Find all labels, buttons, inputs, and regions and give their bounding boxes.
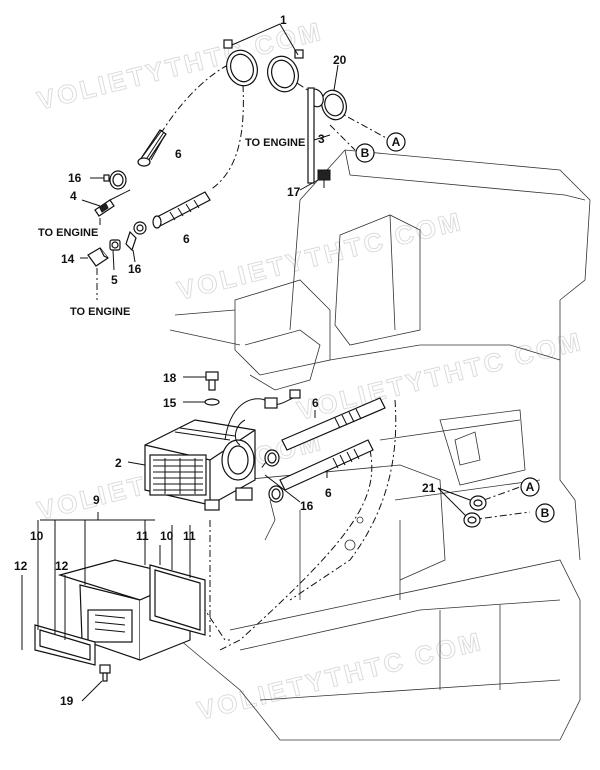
- part-label: 4: [70, 189, 77, 203]
- part-label: 1: [280, 13, 287, 27]
- part-label: 12: [14, 559, 28, 573]
- clamp-and-bracket: [307, 64, 347, 188]
- bolt-17: [299, 179, 319, 191]
- part-label: 20: [333, 53, 347, 67]
- to-engine-note: TO ENGINE: [70, 306, 130, 318]
- part-label: 6: [183, 232, 190, 246]
- to-engine-note: TO ENGINE: [38, 227, 98, 239]
- grommets: [437, 487, 487, 528]
- part-label: 21: [422, 481, 436, 495]
- callout-a: A: [392, 135, 401, 149]
- part-label: 16: [300, 499, 314, 513]
- callout-circle-a: [386, 132, 406, 152]
- to-engine-note: TO ENGINE: [245, 137, 305, 149]
- part-label: 10: [30, 529, 44, 543]
- callout-circle-b: [535, 503, 555, 523]
- callout-a: A: [526, 480, 535, 494]
- watermark-text: VOLIETYTHTC COM: [294, 326, 586, 426]
- heater-unit: [127, 419, 256, 511]
- heater-cover-assembly: [21, 512, 206, 702]
- part-label: 16: [128, 262, 142, 276]
- part-label: 16: [68, 171, 82, 185]
- part-label: 12: [55, 559, 69, 573]
- part-label: 5: [111, 273, 118, 287]
- part-label: 6: [325, 486, 332, 500]
- part-label: 3: [318, 132, 325, 146]
- fitting-group-lower: [80, 230, 137, 271]
- callout-b: B: [361, 146, 370, 160]
- part-label: 14: [61, 252, 75, 266]
- part-label: 6: [312, 396, 319, 410]
- destination-notes: TO ENGINE TO ENGINE TO ENGINE: [38, 137, 305, 318]
- callout-markers: A B A B: [355, 132, 555, 523]
- part-number-labels: 1 20 3 6 16 17 4 6 14 5 16 18 15 6 2 6 2…: [14, 13, 436, 708]
- callout-circle-b: [355, 143, 375, 163]
- heater-hose-middle: [133, 191, 211, 235]
- part-label: 17: [287, 185, 301, 199]
- callout-circle-a: [520, 477, 540, 497]
- part-label: 15: [163, 396, 177, 410]
- part-label: 11: [136, 529, 149, 543]
- watermark-text: VOLIETYTHTC COM: [174, 206, 466, 306]
- part-label: 19: [60, 694, 74, 708]
- heater-hose-upper: [137, 129, 167, 167]
- heater-pipes-right: [264, 397, 386, 503]
- part-label: 10: [160, 529, 174, 543]
- part-label: 18: [163, 371, 177, 385]
- machine-body-outline: [169, 149, 591, 741]
- hose-clamp-pair: [223, 23, 304, 93]
- fitting-group-left: [81, 170, 131, 217]
- part-label: 9: [93, 493, 100, 507]
- part-label: 6: [175, 147, 182, 161]
- part-label: 11: [183, 529, 196, 543]
- callout-b: B: [541, 506, 550, 520]
- bolt-and-washer: [183, 371, 220, 406]
- wire-harness: [224, 389, 301, 446]
- part-label: 2: [115, 456, 122, 470]
